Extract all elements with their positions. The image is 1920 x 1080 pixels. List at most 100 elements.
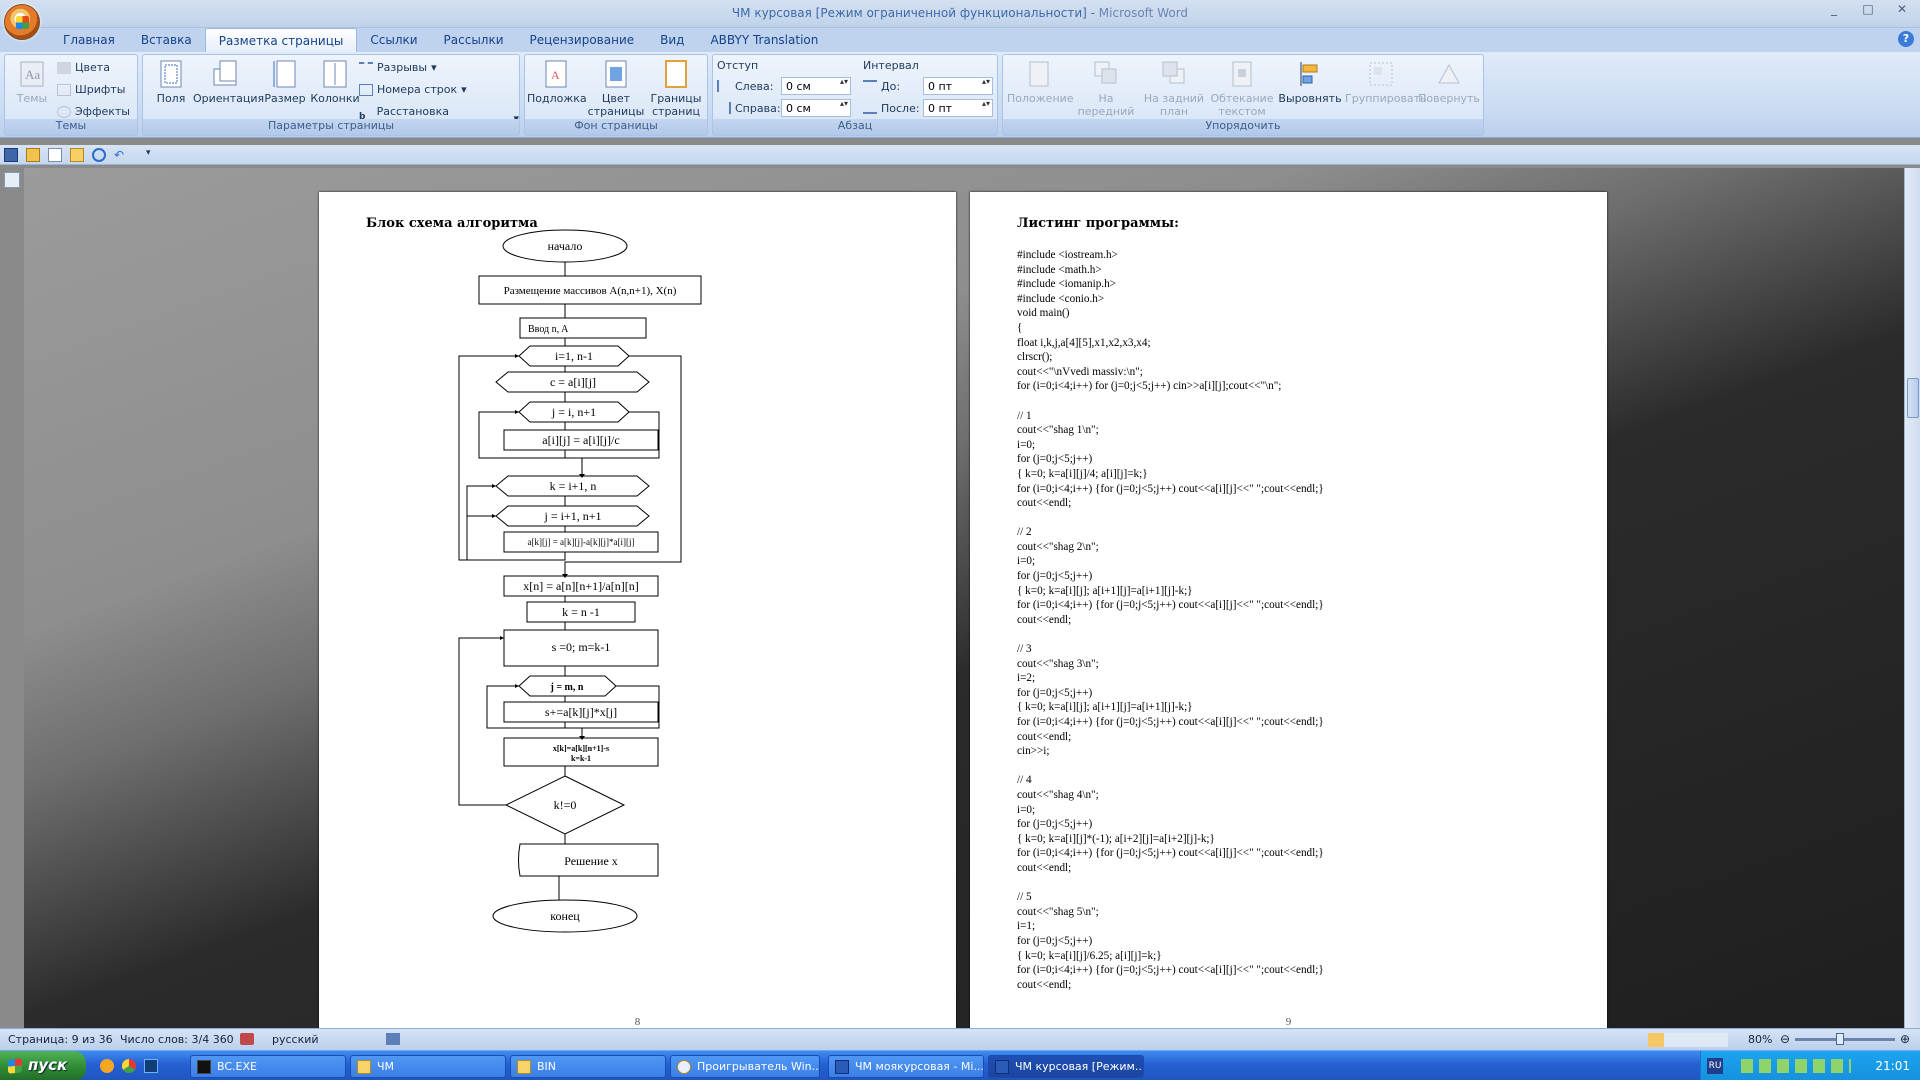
svg-text:A: A	[551, 68, 560, 82]
breaks-button[interactable]: Разрывы ▾	[359, 61, 437, 74]
zoom-slider-knob[interactable]	[1836, 1033, 1844, 1045]
quicklaunch-icon[interactable]	[100, 1059, 114, 1073]
orientation-button[interactable]: Ориентация	[193, 59, 264, 105]
page-right: Листинг программы: #include <iostream.h>…	[970, 192, 1607, 1028]
columns-icon	[323, 60, 347, 88]
tab-home[interactable]: Главная	[63, 33, 115, 47]
code-listing: #include <iostream.h>#include <math.h>#i…	[1017, 248, 1324, 992]
code-line	[1017, 876, 1324, 891]
proofing-icon[interactable]	[240, 1033, 254, 1045]
zoom-level[interactable]: 80%	[1748, 1033, 1773, 1046]
language-indicator[interactable]: RU	[1707, 1058, 1723, 1074]
customize-qat-icon[interactable]: ▾	[146, 148, 151, 158]
group-icon	[1369, 62, 1393, 86]
code-line: i=0;	[1017, 555, 1036, 568]
code-line: void main()	[1017, 307, 1070, 320]
flow-kn-shape	[526, 601, 636, 623]
columns-button[interactable]: Колонки	[309, 59, 361, 105]
text-wrapping-button[interactable]: Обтекание текстом	[1209, 59, 1275, 118]
save-icon[interactable]	[4, 148, 18, 162]
tab-insert[interactable]: Вставка	[140, 33, 192, 47]
tab-view[interactable]: Вид	[660, 33, 685, 47]
task-chm-folder[interactable]: ЧМ	[350, 1055, 506, 1078]
zoom-out-icon[interactable]: ⊖	[1780, 1032, 1791, 1046]
watermark-button[interactable]: A Подложка	[527, 59, 587, 105]
rotate-button[interactable]: Повернуть	[1417, 59, 1481, 105]
task-bc-exe[interactable]: BC.EXE	[190, 1055, 346, 1078]
new-document-icon[interactable]	[48, 148, 62, 162]
help-icon[interactable]: ?	[1898, 31, 1914, 47]
code-line	[1017, 627, 1324, 642]
task-label: ЧМ	[377, 1060, 395, 1073]
start-button[interactable]: пуск	[0, 1051, 86, 1080]
themes-icon: Aa	[20, 61, 44, 87]
layout-icon[interactable]	[26, 148, 40, 162]
code-line: #include <iostream.h>	[1017, 249, 1118, 261]
vertical-scrollbar[interactable]	[1904, 168, 1920, 1028]
code-line: for (i=0;i<4;i++) {for (j=0;j<5;j++) cou…	[1017, 482, 1324, 495]
breaks-icon	[359, 61, 373, 74]
colors-button[interactable]: Цвета	[57, 61, 110, 74]
title-bar: ЧМ курсовая [Режим ограниченной функцион…	[0, 0, 1920, 40]
code-line: cout<<endl;	[1017, 730, 1072, 743]
zoom-slider[interactable]	[1795, 1038, 1895, 1041]
tab-mailings[interactable]: Рассылки	[443, 33, 504, 47]
effects-button[interactable]: Эффекты	[57, 105, 130, 118]
group-themes: Aa Темы Цвета Шрифты Эффекты Темы	[4, 54, 138, 136]
code-line: // 5	[1017, 891, 1032, 904]
flow-c-assign-shape	[495, 371, 650, 393]
macro-icon[interactable]	[386, 1033, 400, 1045]
flow-input: Ввод n, A	[528, 324, 569, 335]
task-word-doc-1[interactable]: ЧМ моякурсовая - Mi...	[828, 1055, 984, 1078]
spacing-before-input[interactable]: 0 пт	[923, 77, 993, 95]
maximize-button[interactable]: □	[1862, 2, 1874, 16]
align-button[interactable]: Выровнять	[1277, 59, 1343, 105]
redo-icon[interactable]	[92, 148, 106, 162]
ruler-toggle-button[interactable]	[4, 172, 20, 188]
view-buttons[interactable]	[1648, 1033, 1728, 1047]
page-color-button[interactable]: Цвет страницы	[587, 59, 645, 118]
task-bin-folder[interactable]: BIN	[510, 1055, 666, 1078]
zoom-in-icon[interactable]: ⊕	[1900, 1032, 1911, 1046]
code-line: { k=0; k=a[i][j]*(-1); a[i+2][j]=a[i+2][…	[1017, 832, 1215, 845]
line-numbers-button[interactable]: Номера строк ▾	[359, 83, 467, 96]
office-button[interactable]	[4, 4, 40, 40]
size-icon	[273, 60, 296, 88]
word-count-status[interactable]: Число слов: 3/4 360	[120, 1033, 234, 1046]
indent-right-row: Справа:0 см	[717, 99, 851, 117]
undo-icon[interactable]: ↶	[114, 148, 125, 162]
task-label: BC.EXE	[217, 1060, 257, 1073]
tab-review[interactable]: Рецензирование	[529, 33, 635, 47]
line-numbers-label: Номера строк	[377, 83, 458, 96]
size-button[interactable]: Размер	[259, 59, 311, 105]
task-media-player[interactable]: Проигрыватель Win...	[670, 1055, 820, 1078]
group-button[interactable]: Группировать	[1345, 59, 1427, 105]
margins-button[interactable]: Поля	[145, 59, 197, 105]
scrollbar-thumb[interactable]	[1907, 378, 1919, 418]
chrome-icon[interactable]	[122, 1059, 136, 1073]
page-count-status[interactable]: Страница: 9 из 36	[8, 1033, 113, 1046]
tab-page-layout[interactable]: Разметка страницы	[204, 28, 358, 52]
task-word-doc-2[interactable]: ЧМ курсовая [Режим...	[988, 1055, 1144, 1078]
tab-abbyy[interactable]: ABBYY Translation	[710, 33, 819, 47]
tray-icons[interactable]	[1741, 1059, 1851, 1073]
open-folder-icon[interactable]	[70, 148, 84, 162]
hyphenation-icon: b	[359, 112, 366, 122]
page-borders-button[interactable]: Границы страниц	[647, 59, 705, 118]
indent-right-input[interactable]: 0 см	[781, 99, 851, 117]
tab-references[interactable]: Ссылки	[370, 33, 418, 47]
themes-button[interactable]: Aa Темы	[7, 59, 57, 105]
position-button[interactable]: Положение	[1007, 59, 1074, 105]
page-number-left: 8	[634, 1016, 641, 1028]
fonts-button[interactable]: Шрифты	[57, 83, 125, 96]
send-backward-button[interactable]: На задний план	[1141, 59, 1207, 118]
code-line: cin>>i;	[1017, 745, 1050, 758]
minimize-button[interactable]: _	[1831, 2, 1837, 16]
page-color-label: Цвет страницы	[587, 92, 645, 118]
close-button[interactable]: ✕	[1896, 2, 1908, 16]
photoshop-icon[interactable]	[144, 1059, 158, 1073]
page-background-group-label: Фон страницы	[525, 119, 707, 135]
spacing-after-input[interactable]: 0 пт	[923, 99, 993, 117]
indent-left-input[interactable]: 0 см	[781, 77, 851, 95]
language-status[interactable]: русский	[272, 1033, 319, 1046]
